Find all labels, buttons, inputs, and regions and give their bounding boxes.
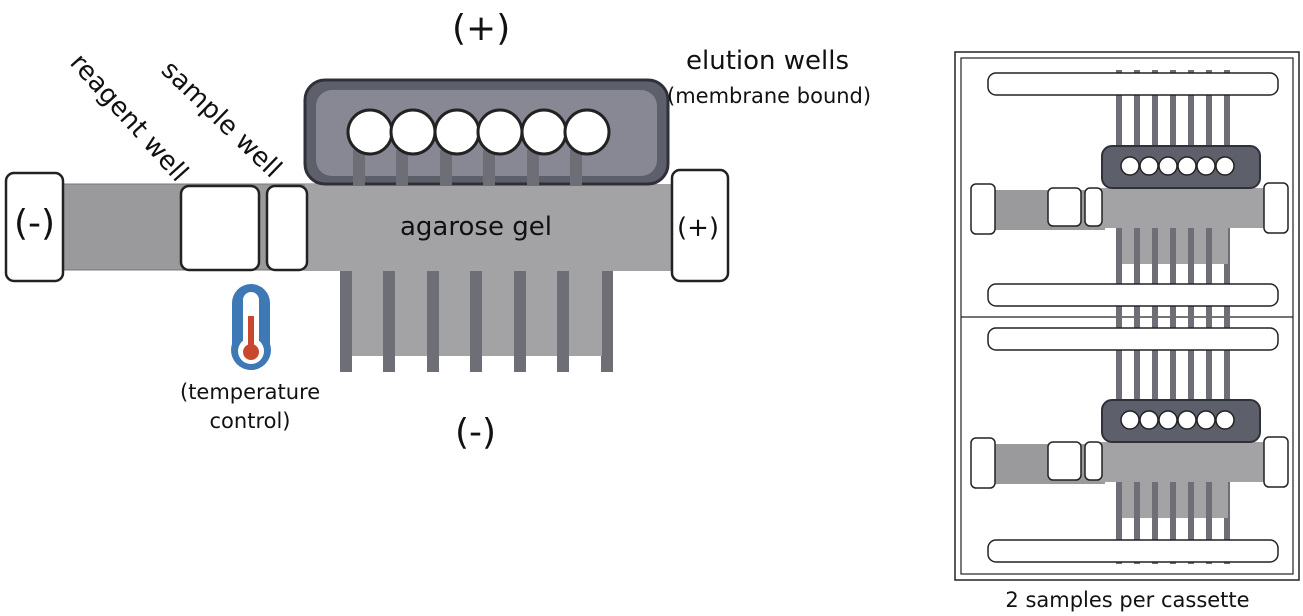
bottom-polarity-label: (-) [455,412,497,453]
elution-wells [346,108,611,156]
reagent-well [179,184,261,272]
cassette-caption: 2 samples per cassette [1005,588,1250,612]
thermometer-icon [231,284,271,370]
left-electrode [4,171,65,283]
sample-well [265,184,309,272]
elution-wells-subtitle: (membrane bound) [667,84,872,108]
temperature-label-line1: (temperature [180,380,321,404]
top-polarity-label: (+) [452,8,511,49]
temperature-label: (temperature control) [180,378,320,436]
right-electrode [670,168,730,283]
left-electrode-label: (-) [14,203,56,244]
elution-wells-title: elution wells [686,46,850,76]
agarose-gel [305,184,680,271]
cassette [954,51,1300,581]
temperature-label-line2: control) [209,409,291,433]
right-electrode-label: (+) [677,213,720,243]
gel-label: agarose gel [400,212,552,242]
